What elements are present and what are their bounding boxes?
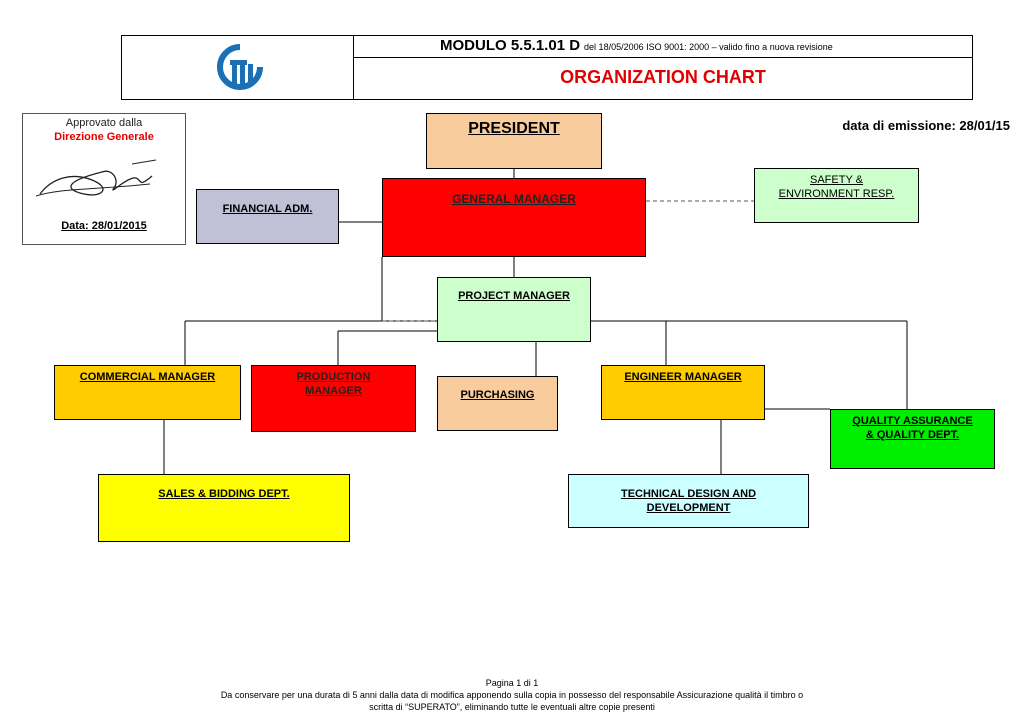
engineer-manager-box: ENGINEER MANAGER (601, 365, 765, 420)
company-logo-icon (217, 44, 263, 90)
form-details: del 18/05/2006 ISO 9001: 2000 – valido f… (584, 42, 833, 52)
safety-environment-box: SAFETY &ENVIRONMENT RESP. (754, 168, 919, 223)
quality-assurance-box: QUALITY ASSURANCE& QUALITY DEPT. (830, 409, 995, 469)
financial-adm-box: FINANCIAL ADM. (196, 189, 339, 244)
commercial-manager-box: COMMERCIAL MANAGER (54, 365, 241, 420)
header-divider (353, 57, 973, 58)
footer: Pagina 1 di 1 Da conservare per una dura… (0, 677, 1024, 713)
approval-date: Data: 28/01/2015 (61, 220, 147, 232)
approval-label: Approvato dalla (65, 117, 143, 129)
retention-note-2: scritta di “SUPERATO”, eliminando tutte … (369, 702, 655, 712)
sales-bidding-box: SALES & BIDDING DEPT. (98, 474, 350, 542)
header-info-cell (353, 35, 973, 100)
approval-authority: Direzione Generale (54, 131, 154, 143)
general-manager-box: GENERAL MANAGER (382, 178, 646, 257)
approval-box (22, 113, 186, 245)
page-number: Pagina 1 di 1 (485, 678, 539, 688)
emission-date: data di emissione: 28/01/15 (842, 118, 1010, 133)
retention-note: Da conservare per una durata di 5 anni d… (220, 690, 804, 700)
project-manager-box: PROJECT MANAGER (437, 277, 591, 342)
page-title: ORGANIZATION CHART (560, 67, 766, 87)
signature-icon (35, 159, 157, 197)
president-box: PRESIDENT (426, 113, 602, 169)
logo-cell (121, 35, 354, 100)
purchasing-box: PURCHASING (437, 376, 558, 431)
